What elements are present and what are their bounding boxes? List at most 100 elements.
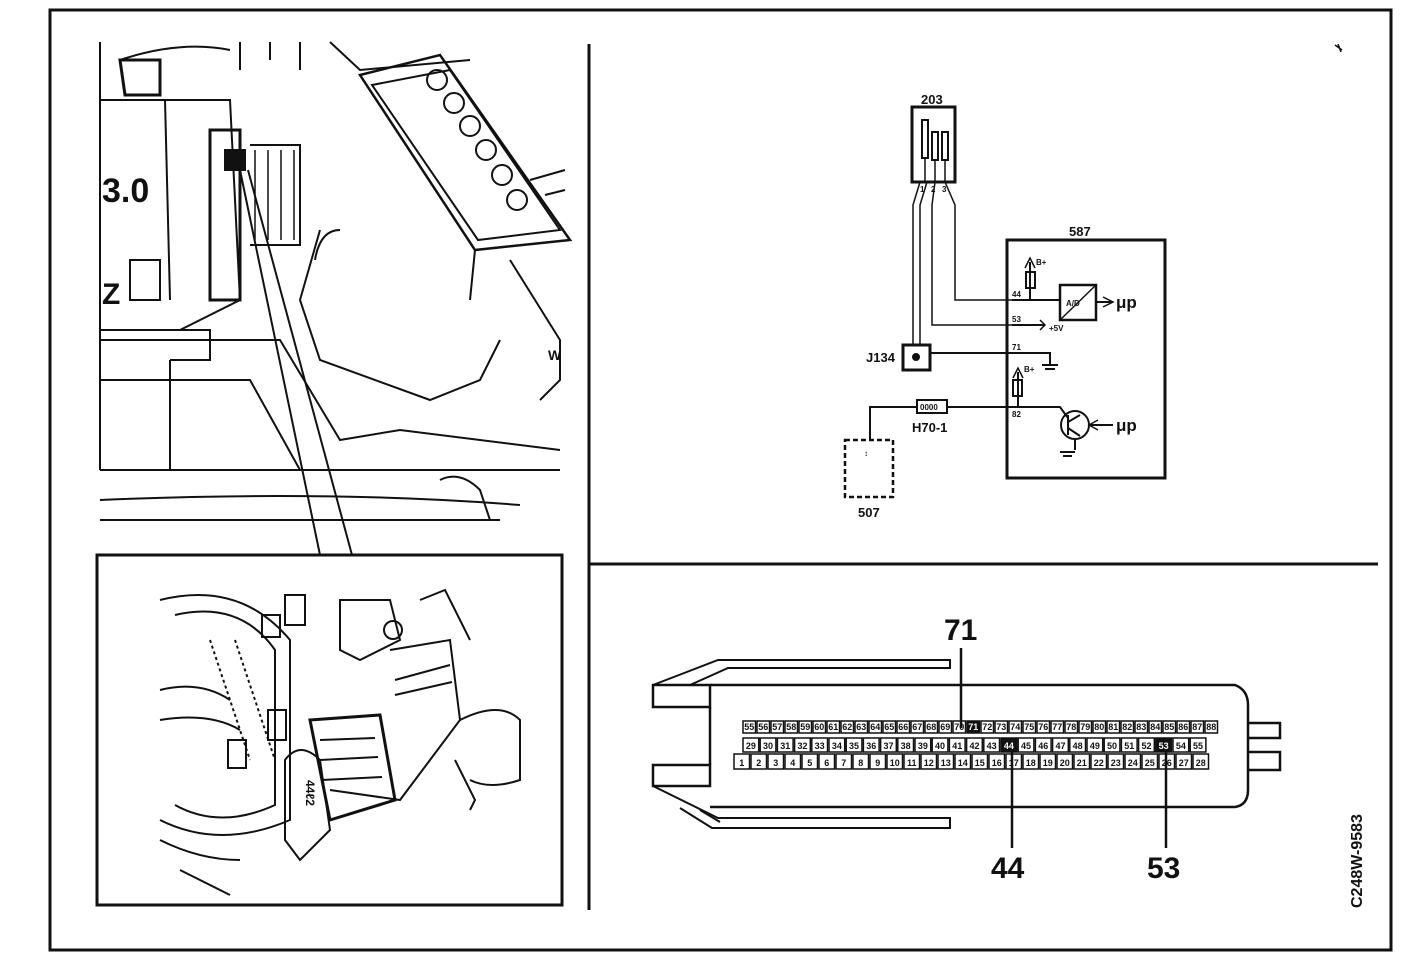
pin-label-42: 42 [969,741,979,751]
pin-label-11: 11 [907,758,917,768]
pin-label-64: 64 [870,722,880,732]
pin-cell-30 [759,737,777,753]
pin-cell-36 [862,737,880,753]
ecu-pin-71: 71 [1012,343,1021,352]
pin-cell-5 [801,753,819,770]
ref-voltage: +5V [1049,324,1064,333]
ecu-pin-82: 82 [1012,410,1021,419]
pin-label-34: 34 [832,741,842,751]
pin-label-75: 75 [1024,722,1034,732]
ecu-id: 587 [1069,224,1091,239]
pin-label-48: 48 [1073,741,1083,751]
pin-label-5: 5 [807,758,812,768]
pin-label-31: 31 [780,741,790,751]
pin-cell-61 [826,720,841,734]
pin-cell-22 [1090,753,1108,770]
j134-junction [901,343,932,372]
pin-cell-42 [965,737,984,753]
pin-cell-35 [845,737,863,753]
pin-cell-45 [1017,737,1035,753]
pin-label-55: 55 [744,722,754,732]
pin-label-23: 23 [1111,758,1121,768]
pin-label-73: 73 [996,722,1006,732]
pin-cell-47 [1051,737,1070,753]
pin-label-12: 12 [924,758,934,768]
pin-cell-48 [1069,737,1087,753]
pin-cell-3 [767,753,785,770]
ecu-pin-53: 53 [1012,315,1021,324]
pin-label-28: 28 [1196,758,1206,768]
pin-label-33: 33 [815,741,825,751]
mu-p-bottom: μp [1116,416,1137,435]
pin-cell-81 [1106,720,1121,734]
pin-label-68: 68 [926,722,936,732]
sensor-resistor-2 [931,131,939,161]
pin-cell-64 [868,720,883,734]
pin-cell-7 [835,753,853,770]
pin-cell-68 [924,720,939,734]
pin-cell-43 [983,737,1001,753]
pin-label-61: 61 [828,722,838,732]
pin-cell-62 [840,720,855,734]
pin-cell-14 [954,753,972,770]
pin-label-41: 41 [952,741,962,751]
sensor-pin-2: 2 [931,185,936,194]
pin-cell-49 [1086,737,1104,753]
pin-cell-9 [869,753,887,770]
pin-label-30: 30 [763,741,773,751]
sensor-resistor-1 [921,119,929,159]
pin-cell-24 [1124,753,1142,770]
pin-label-60: 60 [814,722,824,732]
pin-label-3: 3 [773,758,778,768]
pin-label-25: 25 [1145,758,1155,768]
pin-cell-27 [1175,753,1193,770]
pin-label-46: 46 [1038,741,1048,751]
pin-cell-52 [1137,737,1156,753]
engine-badge: 3.0 [102,172,149,210]
pin-cell-12 [920,753,938,770]
pin-cell-50 [1103,737,1121,753]
pin-cell-32 [793,737,812,753]
pin-cell-11 [903,753,921,770]
pin-cell-56 [756,720,771,734]
pin-label-54: 54 [1176,741,1186,751]
pin-cell-41 [948,737,966,753]
mu-p-top: μp [1116,293,1137,312]
callout-pin-44: 44 [991,852,1025,885]
pin-cell-29 [742,737,760,753]
figure-frame [48,8,1393,952]
pin-cell-13 [937,753,955,770]
pin-label-18: 18 [1026,758,1036,768]
pin-label-55: 55 [1193,741,1203,751]
pin-cell-84 [1148,720,1163,734]
pin-cell-69 [938,720,953,734]
pin-cell-54 [1172,737,1190,753]
pin-label-7: 7 [841,758,846,768]
supply-top: B+ [1036,258,1047,267]
resistor-id: H70-1 [912,420,947,435]
pin-cell-63 [854,720,869,734]
sensor-id: 203 [921,92,943,107]
connector-marks: 44ℓ2 [303,780,317,806]
pin-cell-72 [980,720,995,734]
pin-label-67: 67 [912,722,922,732]
pin-label-37: 37 [883,741,893,751]
ecu-587-box [1005,238,1167,480]
pin-label-57: 57 [772,722,782,732]
pin-label-21: 21 [1077,758,1087,768]
pin-cell-15 [971,753,989,770]
pin-label-62: 62 [842,722,852,732]
pin-label-59: 59 [800,722,810,732]
pin-label-15: 15 [975,758,985,768]
pin-label-2: 2 [756,758,761,768]
pin-label-43: 43 [987,741,997,751]
pin-label-14: 14 [958,758,968,768]
pin-cell-73 [994,720,1009,734]
pin-cell-17 [1005,753,1023,770]
pin-cell-57 [770,720,785,734]
pin-label-38: 38 [901,741,911,751]
pin-cell-79 [1078,720,1093,734]
sensor-pin-3: 3 [942,185,947,194]
